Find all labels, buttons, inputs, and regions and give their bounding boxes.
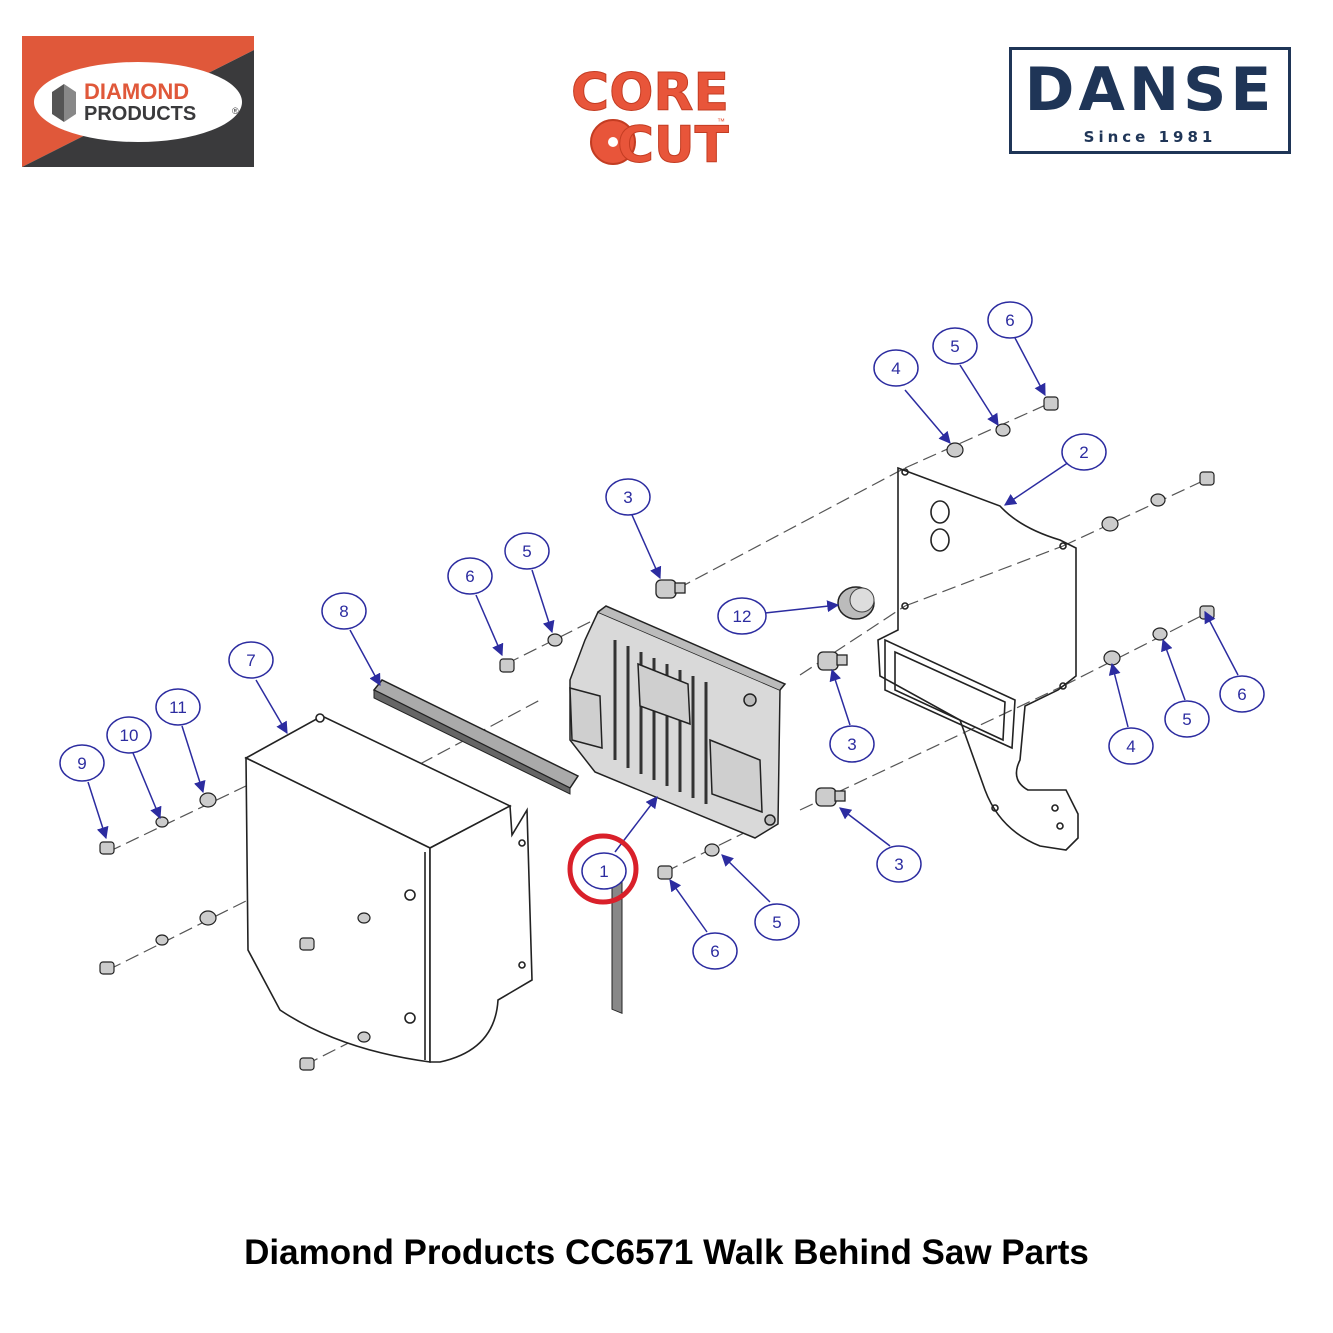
standoffs — [655, 579, 848, 807]
diamond-products-logo: DIAMOND PRODUCTS ® — [22, 36, 254, 167]
callout-label: 12 — [733, 607, 752, 626]
callout-label: 6 — [710, 942, 719, 961]
callout-label: 2 — [1079, 443, 1088, 462]
callout-bubble: 5 — [504, 532, 550, 570]
callout-bubble: 5 — [932, 327, 978, 365]
callout-bubble: 4 — [873, 349, 919, 387]
danse-tagline: Since 1981 — [1083, 128, 1217, 146]
callout-label: 6 — [1237, 685, 1246, 704]
callout-bubble: 3 — [876, 845, 922, 883]
callout-label: 4 — [1126, 737, 1135, 756]
danse-name: DANSE — [1024, 55, 1276, 125]
callout-label: 7 — [246, 651, 255, 670]
callout-bubble: 11 — [155, 688, 201, 726]
core-cut-logo: CORE CUT ™ — [565, 60, 735, 175]
cut-word: CUT — [617, 116, 728, 170]
callout-bubble: 1 — [567, 833, 639, 905]
callout-bubble: 5 — [754, 903, 800, 941]
callout-label: 3 — [623, 488, 632, 507]
cover-part — [244, 713, 533, 1063]
callout-bubble: 3 — [605, 478, 651, 516]
grommet-part — [837, 586, 875, 620]
callout-label: 8 — [339, 602, 348, 621]
callout-label: 10 — [120, 726, 139, 745]
callout-bubble: 5 — [1164, 700, 1210, 738]
callout-bubble: 12 — [717, 597, 767, 635]
controller-module — [569, 605, 787, 1015]
callout-label: 4 — [891, 359, 900, 378]
danse-logo: DANSE Since 1981 — [1009, 47, 1291, 154]
callout-bubble: 6 — [447, 557, 493, 595]
products-word: PRODUCTS — [84, 103, 196, 125]
callout-bubble: 6 — [987, 301, 1033, 339]
callout-label: 5 — [950, 337, 959, 356]
callout-label: 6 — [1005, 311, 1014, 330]
callout-bubble: 7 — [228, 641, 274, 679]
callout-label: 5 — [1182, 710, 1191, 729]
core-word: CORE — [571, 63, 729, 123]
callout-bubble: 6 — [692, 932, 738, 970]
callout-bubble: 8 — [321, 592, 367, 630]
highlight-ring — [567, 833, 639, 905]
registered-mark: ® — [232, 106, 239, 116]
callout-label: 11 — [169, 698, 187, 717]
callout-bubble: 2 — [1061, 433, 1107, 471]
callout-bubble: 4 — [1108, 727, 1154, 765]
callout-label: 5 — [772, 913, 781, 932]
fasteners — [99, 396, 1215, 1071]
callout-label: 5 — [522, 542, 531, 561]
diamond-word: DIAMOND — [84, 79, 189, 104]
callout-label: 1 — [599, 862, 608, 881]
leader-arrows — [87, 337, 1239, 933]
trademark-mark: ™ — [717, 117, 725, 126]
callout-bubble: 6 — [1219, 675, 1265, 713]
callout-label: 9 — [77, 754, 86, 773]
callout-label: 6 — [465, 567, 474, 586]
callout-label: 3 — [894, 855, 903, 874]
page-caption: Diamond Products CC6571 Walk Behind Saw … — [244, 1233, 1089, 1272]
callout-bubble: 9 — [59, 744, 105, 782]
mounting-bracket — [877, 466, 1079, 851]
callouts: 6 5 4 2 3 5 6 8 12 7 11 10 9 3 6 5 4 3 1… — [59, 301, 1265, 970]
callout-bubble: 10 — [106, 716, 152, 754]
callout-bubble: 3 — [829, 725, 875, 763]
callout-label: 3 — [847, 735, 856, 754]
